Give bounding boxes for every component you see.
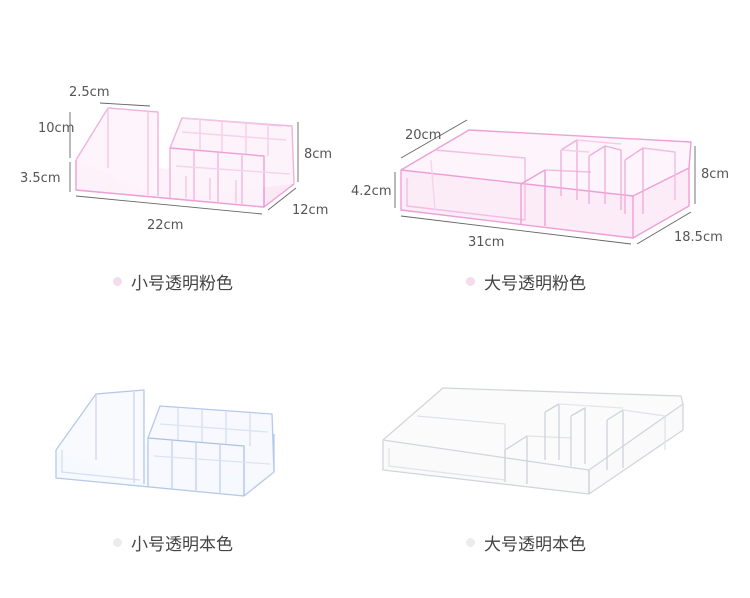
product-large-pink: 20cm 4.2cm 8cm 31cm 18.5cm 大号透明粉色: [351, 0, 750, 300]
dim-width: 31cm: [468, 235, 505, 250]
caption-large-pink: 大号透明粉色: [466, 269, 586, 294]
product-small-pink: 2.5cm 10cm 3.5cm 8cm 12cm 22cm 小号透明粉色: [0, 0, 375, 300]
caption-small-pink: 小号透明粉色: [113, 269, 233, 294]
caption-text: 大号透明粉色: [484, 274, 586, 294]
dim-back-wall: 2.5cm: [69, 85, 110, 100]
small-organizer-clear-image: [55, 389, 275, 497]
large-organizer-clear-image: [382, 387, 684, 495]
color-dot: [113, 277, 122, 286]
dim-width: 22cm: [147, 218, 184, 233]
caption-text: 小号透明粉色: [131, 274, 233, 294]
color-dot: [113, 538, 122, 547]
color-dot: [466, 538, 475, 547]
dim-height-front: 4.2cm: [351, 184, 392, 199]
caption-text: 大号透明本色: [484, 535, 586, 555]
dim-depth: 12cm: [292, 203, 329, 218]
caption-text: 小号透明本色: [131, 535, 233, 555]
product-large-clear: 大号透明本色: [375, 300, 750, 598]
product-small-clear: 小号透明本色: [0, 300, 375, 598]
small-organizer-pink-image: [69, 102, 299, 215]
dim-height-side: 8cm: [304, 147, 333, 162]
dim-height-back: 10cm: [38, 121, 75, 136]
dim-height-front: 3.5cm: [20, 171, 61, 186]
color-dot: [466, 277, 475, 286]
dim-depth-top: 20cm: [405, 128, 442, 143]
dim-depth: 18.5cm: [674, 230, 723, 245]
large-organizer-pink-image: [394, 119, 696, 245]
caption-large-clear: 大号透明本色: [466, 530, 586, 555]
dim-height-side: 8cm: [701, 167, 730, 182]
caption-small-clear: 小号透明本色: [113, 530, 233, 555]
